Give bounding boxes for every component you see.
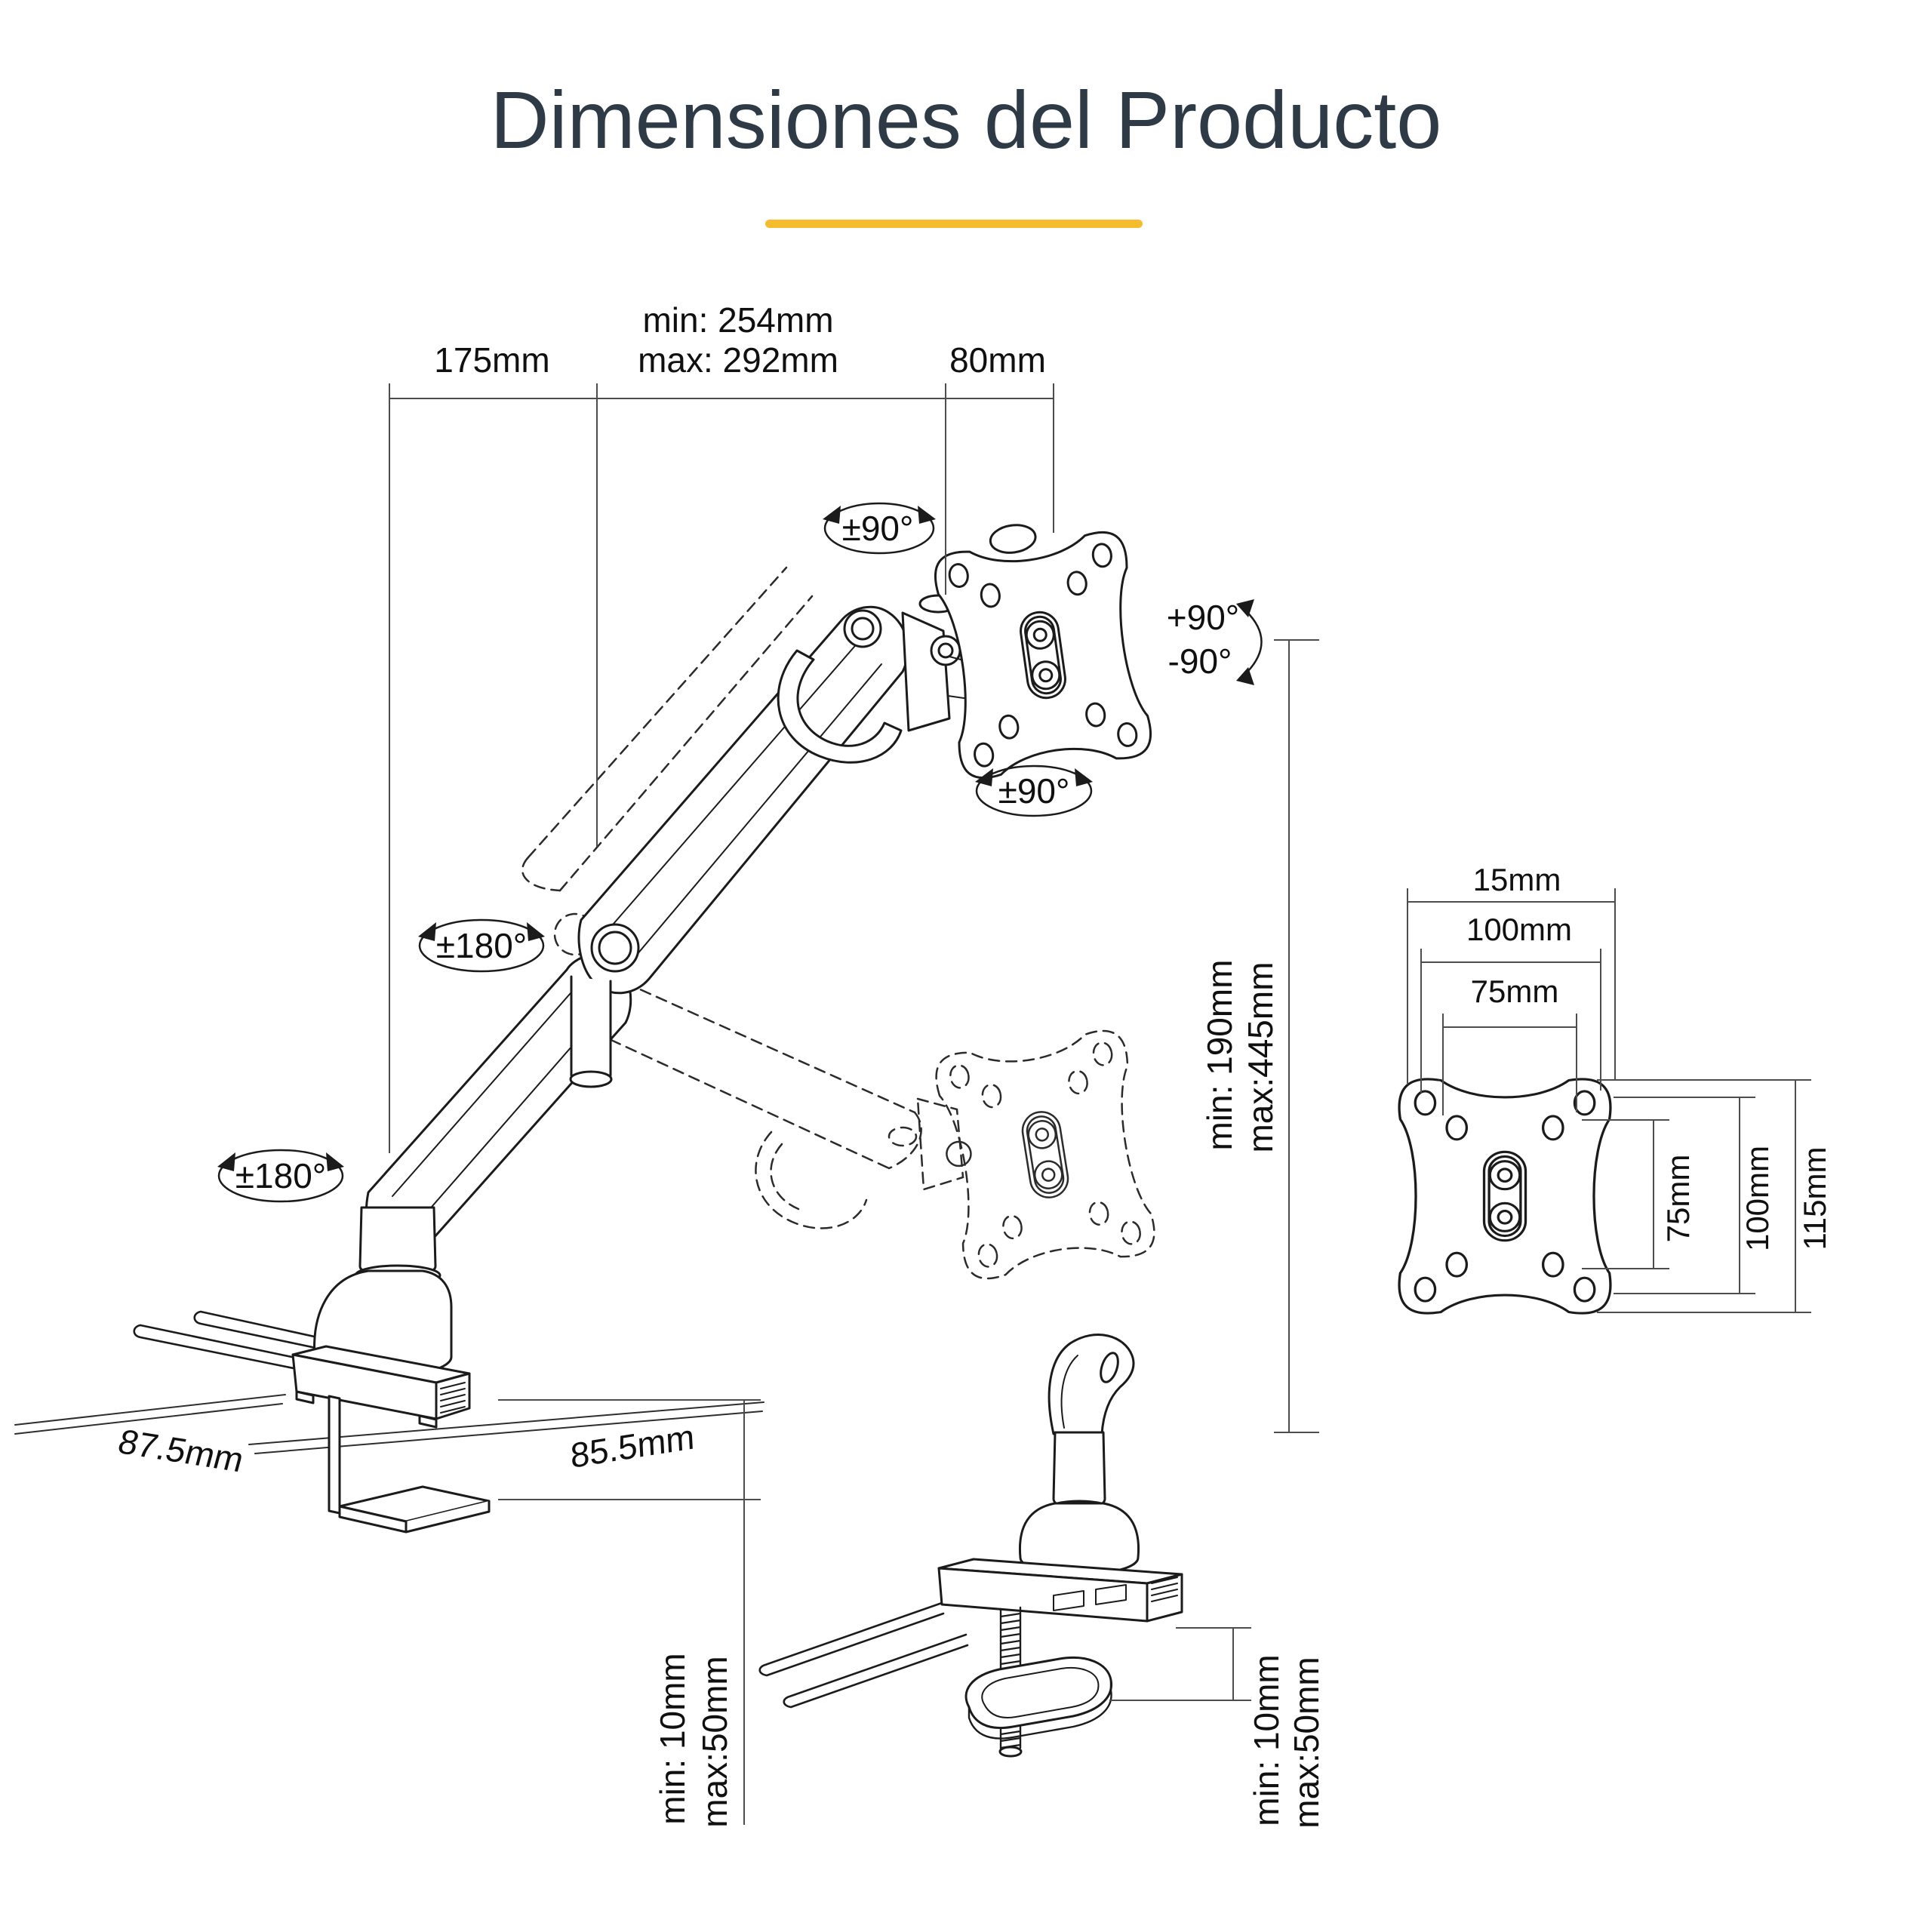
dim-extension-min: min: 254mm — [642, 300, 834, 340]
tilt-ellipse-top — [823, 502, 935, 555]
vesa-dim-height-100: 100mm — [1740, 1145, 1775, 1252]
grommet-neck — [1052, 1431, 1106, 1510]
rot-vesa-rotation: ±90° — [998, 771, 1070, 811]
dim-extension-max: max: 292mm — [638, 340, 838, 380]
swivel-ellipse-base — [217, 1149, 344, 1203]
cable-rods-right — [758, 1601, 969, 1709]
grommet-dim-thickness-min: min: 10mm — [1247, 1654, 1286, 1826]
clamp-c-bar — [328, 1395, 341, 1515]
grommet-mount-drawing — [758, 1334, 1183, 1758]
rot-pan-minus: -90° — [1168, 641, 1232, 681]
dim-height-max: max:445mm — [1241, 961, 1280, 1153]
clamp-foot-thickness — [338, 1500, 491, 1534]
clamp-dim-thickness-min: min: 10mm — [653, 1653, 692, 1825]
grommet-screw-tip — [999, 1725, 1022, 1752]
rot-base-swivel: ±180° — [235, 1156, 327, 1195]
cable-hook — [777, 649, 903, 764]
vesa-dim-height-115: 115mm — [1797, 1146, 1832, 1251]
vesa-detail-drawing — [1398, 1078, 1612, 1315]
grommet-screw-upper — [999, 1606, 1022, 1671]
clamp-dim-thickness-max: max:50mm — [695, 1656, 734, 1828]
vesa-dim-width-offset: 15mm — [1472, 862, 1561, 897]
title-accent-underline — [765, 220, 1143, 228]
dim-height-min: min: 190mm — [1200, 959, 1239, 1151]
upper-arm — [577, 605, 909, 995]
upper-arm-detail — [608, 641, 882, 961]
vesa-dim-height-75: 75mm — [1660, 1154, 1696, 1243]
rotation-arrowheads — [217, 506, 1254, 1171]
grommet-dim-thickness-max: max:50mm — [1287, 1657, 1326, 1829]
page-title: Dimensiones del Producto — [490, 74, 1442, 165]
vesa-plate-solid — [931, 524, 1155, 783]
pan-arc-arrow — [1241, 606, 1263, 678]
clamp-feet — [295, 1390, 438, 1429]
rot-pan-plus: +90° — [1166, 598, 1240, 637]
arm-end-hook — [1048, 1334, 1135, 1435]
rot-vesa-tilt: ±90° — [841, 509, 914, 548]
dim-vesa-offset: 80mm — [949, 340, 1046, 380]
dimension-lines — [389, 383, 1811, 1825]
rotate-ellipse-bottom — [975, 764, 1093, 817]
swivel-ellipse-elbow — [418, 918, 545, 973]
wrist-bracket — [901, 611, 951, 732]
ghost-vesa-boss — [946, 1108, 1072, 1201]
usb-ports — [440, 1382, 466, 1414]
elbow-hinge — [570, 975, 612, 1086]
ghost-arm-position — [521, 566, 1159, 1283]
vesa-dim-width-75: 75mm — [1470, 974, 1559, 1009]
vesa-dim-width-100: 100mm — [1466, 912, 1573, 947]
rot-arm-swivel: ±180° — [435, 926, 528, 965]
dim-arm-length: 175mm — [434, 340, 550, 380]
monitor-arm-solid — [14, 524, 1155, 1534]
grommet-oval-plate — [964, 1656, 1113, 1729]
rotation-annotations — [217, 502, 1263, 1203]
cable-rods-left — [133, 1310, 326, 1371]
grommet-usb-ports — [1053, 1577, 1178, 1611]
